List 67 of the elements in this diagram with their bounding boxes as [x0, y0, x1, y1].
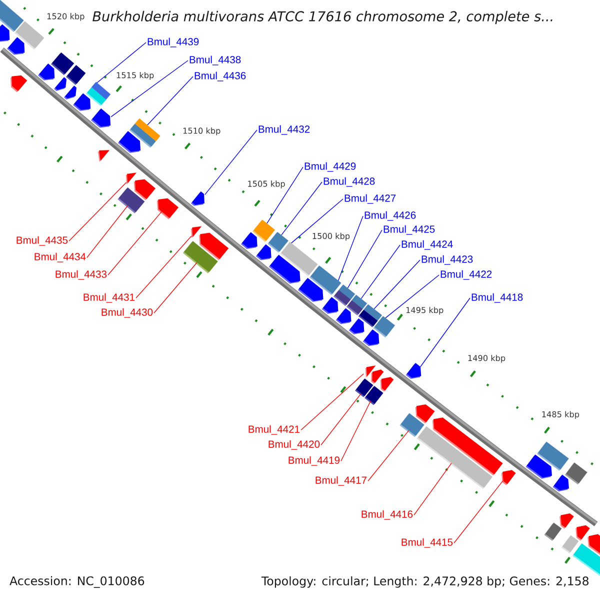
leader-line	[320, 393, 362, 446]
gene-label: Bmul_4418	[472, 293, 523, 303]
leader-line	[68, 182, 127, 242]
gene-block	[190, 191, 204, 206]
scale-label: 1500 kbp	[312, 232, 350, 241]
leader-line	[281, 182, 322, 236]
gene-label: Bmul_4439	[148, 38, 199, 48]
gene-block	[501, 470, 516, 486]
scale-label: 1520 kbp	[47, 13, 84, 21]
gene-label: Bmul_4433	[56, 270, 107, 280]
leader-line	[340, 400, 371, 462]
leader-line	[374, 260, 420, 310]
gene-label: Bmul_4422	[440, 270, 492, 280]
scale-label: 1495 kbp	[406, 306, 444, 315]
leader-line	[204, 130, 258, 196]
gene-label: Bmul_4431	[84, 293, 134, 303]
leader-line	[266, 166, 304, 224]
scale-label: 1490 kbp	[468, 354, 506, 363]
leader-line	[368, 430, 410, 482]
gene-label: Bmul_4430	[102, 308, 153, 318]
leader-line	[454, 480, 504, 544]
gene-label: Bmul_4424	[402, 240, 453, 250]
gene-label: Bmul_4425	[384, 225, 435, 235]
leader-line	[347, 230, 382, 288]
leader-line	[338, 216, 364, 281]
gene-label: Bmul_4417	[316, 476, 366, 486]
gene-label: Bmul_4432	[258, 125, 310, 135]
leader-line	[414, 462, 452, 516]
leader-line	[300, 373, 364, 430]
scale-label: 1515 kbp	[116, 72, 154, 80]
gene-label: Bmul_4421	[248, 425, 300, 435]
leader-line	[108, 211, 162, 276]
leader-line	[154, 262, 198, 314]
scale-label: 1485 kbp	[542, 411, 580, 419]
gene-label: Bmul_4415	[402, 538, 453, 548]
gene-label: Bmul_4434	[34, 252, 86, 262]
title: Burkholderia multivorans ATCC 17616 chromosome 2, complete s...	[92, 10, 552, 24]
leader-line	[290, 198, 344, 244]
gene-triangle	[98, 150, 110, 162]
gene-block	[10, 75, 28, 92]
leader-line	[360, 244, 400, 300]
gene-label: Bmul_4423	[422, 255, 473, 265]
leader-line	[147, 76, 194, 126]
gene-label: Bmul_4428	[324, 177, 375, 187]
gene-label: Bmul_4427	[344, 194, 396, 204]
scale-label: 1510 kbp	[183, 127, 220, 136]
leader-line	[110, 60, 188, 118]
footer-text: Accession: NC_010086	[10, 576, 144, 588]
gene-block	[64, 86, 76, 100]
gene-label: Bmul_4429	[304, 162, 356, 172]
gene-block	[157, 198, 179, 220]
leader-line	[385, 274, 440, 318]
leader-line	[86, 205, 128, 258]
gene-label: Bmul_4436	[194, 72, 246, 82]
gene-label: Bmul_4416	[362, 510, 413, 520]
leader-line	[136, 236, 192, 298]
gene-label: Bmul_4435	[16, 236, 68, 246]
gene-block	[406, 362, 422, 379]
leader-line	[420, 298, 470, 368]
gene-label: Bmul_4419	[288, 456, 340, 466]
leader-line	[96, 42, 146, 84]
gene-label: Bmul_4426	[364, 211, 416, 221]
scale-label: 1505 kbp	[248, 180, 285, 188]
gene-block	[90, 108, 111, 128]
gene-label: Bmul_4420	[268, 440, 320, 450]
footer-text: Topology: circular; Length: 2,472,928 bp; Genes: 2,158	[261, 576, 588, 588]
gene-label: Bmul_4438	[190, 56, 241, 66]
